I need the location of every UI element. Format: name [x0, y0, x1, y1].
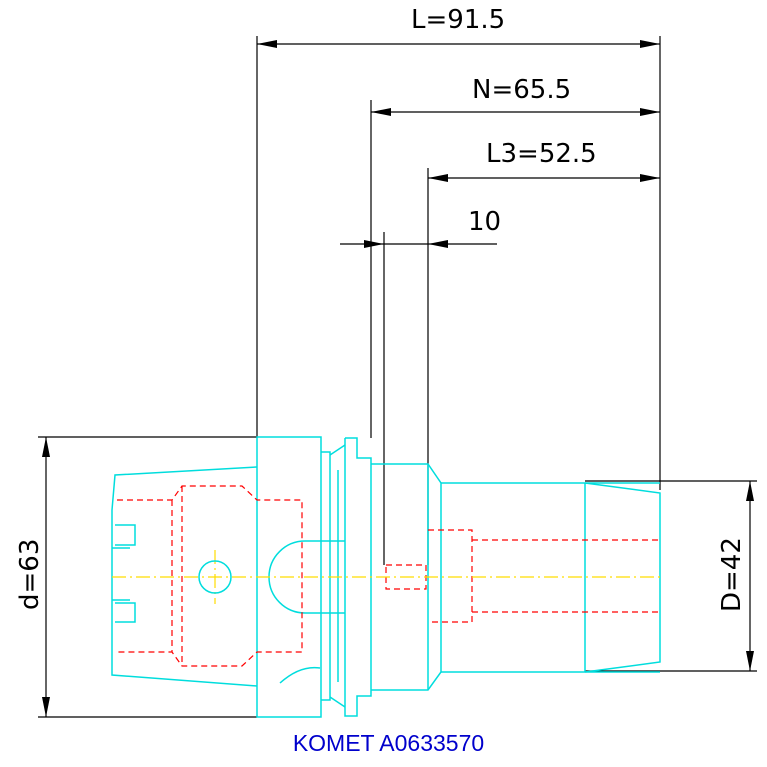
- cross-hole: [198, 560, 232, 594]
- dim-overall-length: L=91.5: [411, 5, 505, 35]
- dim-gap: 10: [468, 207, 501, 237]
- dim-n-length: N=65.5: [472, 75, 571, 105]
- dimension-lines: [38, 36, 757, 718]
- center-line: [112, 550, 660, 604]
- dim-flange-diameter: d=63: [15, 539, 45, 610]
- part-number-caption: KOMET A0633570: [292, 730, 485, 756]
- dim-l3-length: L3=52.5: [486, 139, 597, 169]
- dim-shank-diameter: D=42: [717, 537, 747, 612]
